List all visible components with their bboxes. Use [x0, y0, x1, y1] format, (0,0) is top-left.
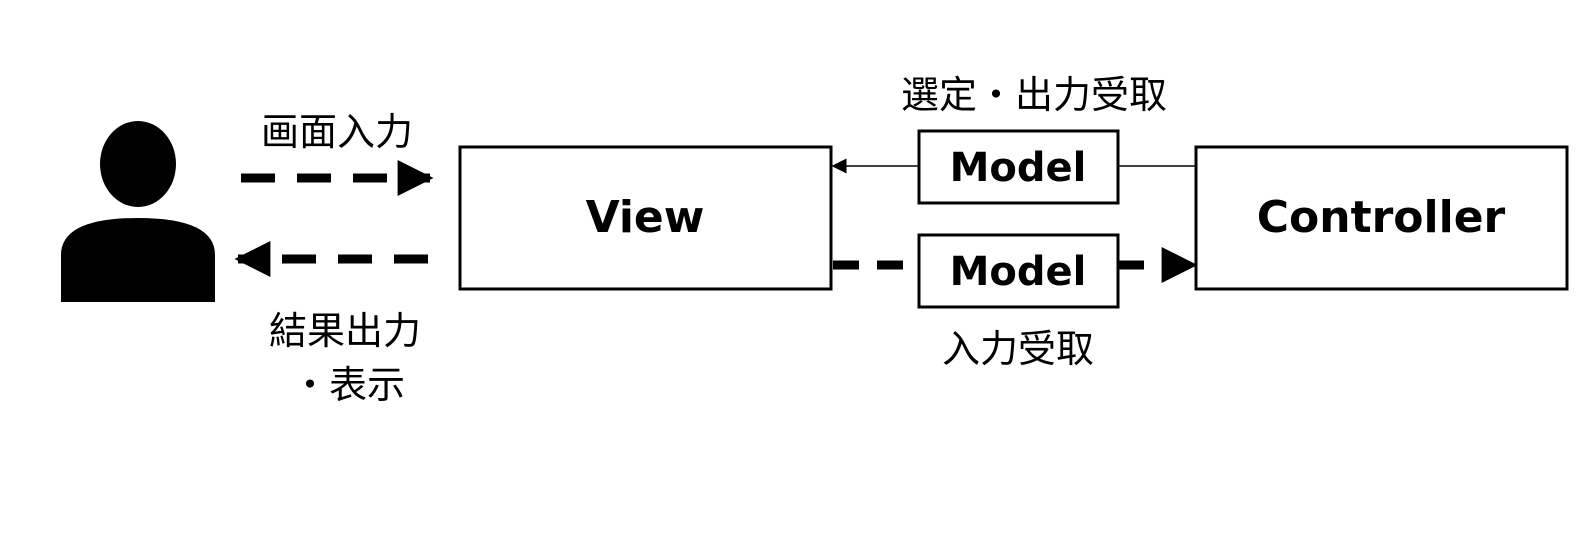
user-icon	[61, 121, 215, 302]
model-box-top: Model	[917, 129, 1120, 205]
controller-box: Controller	[1194, 145, 1569, 291]
model-top-label: Model	[950, 145, 1087, 191]
view-label: View	[586, 192, 705, 243]
controller-label: Controller	[1257, 192, 1506, 243]
model-bottom-label: Model	[950, 249, 1087, 295]
model-box-bottom: Model	[917, 233, 1120, 309]
screen-input-label: 画面入力	[261, 110, 413, 154]
result-output-label-line1: 結果出力	[269, 309, 421, 353]
result-output-label-line2: ・表示	[291, 363, 405, 407]
select-output-receive-label: 選定・出力受取	[901, 73, 1167, 117]
view-box: View	[458, 145, 833, 291]
input-receive-label: 入力受取	[942, 327, 1094, 371]
